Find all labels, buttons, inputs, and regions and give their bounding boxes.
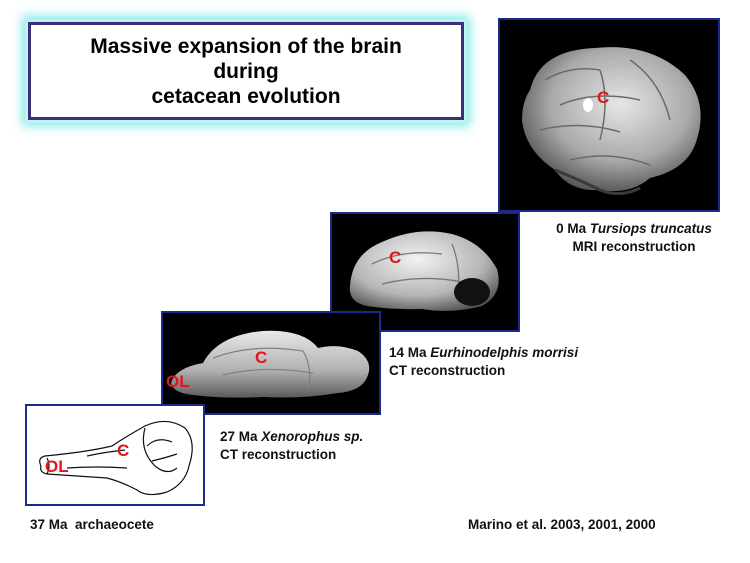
archaeocete-olfactory-label: OL <box>45 457 69 476</box>
archaeocete-cerebrum-label: C <box>117 441 130 460</box>
tursiops-method: MRI reconstruction <box>572 239 696 254</box>
xenorophus-method: CT reconstruction <box>220 447 337 462</box>
xenorophus-olfactory-label: OL <box>166 372 190 391</box>
tursiops-cerebrum-label: C <box>597 88 610 107</box>
xenorophus-caption: 27 Ma Xenorophus sp. CT reconstruction <box>220 429 364 462</box>
eurhinodelphis-caption: 14 Ma Eurhinodelphis morrisi CT reconstr… <box>389 345 579 378</box>
xenorophus-brain-drawing <box>171 330 370 398</box>
eurhinodelphis-species-name: Eurhinodelphis morrisi <box>430 345 579 360</box>
title-line-2: during <box>213 59 279 83</box>
archaeocete-name: archaeocete <box>75 517 154 532</box>
tursiops-brain-image <box>498 18 720 212</box>
eurhinodelphis-brain-drawing <box>349 231 499 311</box>
eurhinodelphis-cerebrum-label: C <box>389 248 402 267</box>
eurhinodelphis-method: CT reconstruction <box>389 363 506 378</box>
archaeocete-caption: 37 Ma archaeocete <box>30 517 154 532</box>
tursiops-brain-drawing <box>522 47 701 195</box>
title-text: Massive expansion of the brain during ce… <box>90 34 402 109</box>
xenorophus-species-name: Xenorophus sp. <box>261 429 364 444</box>
tursiops-caption: 0 Ma Tursiops truncatus MRI reconstructi… <box>534 220 734 256</box>
xenorophus-cerebrum-label: C <box>255 348 268 367</box>
citation: Marino et al. 2003, 2001, 2000 <box>468 517 656 532</box>
archaeocete-brain-image <box>25 404 205 506</box>
title-line-1: Massive expansion of the brain <box>90 34 402 58</box>
title-box: Massive expansion of the brain during ce… <box>28 22 464 120</box>
tursiops-species-name: Tursiops truncatus <box>589 221 712 236</box>
title-line-3: cetacean evolution <box>151 84 341 108</box>
archaeocete-brain-drawing <box>39 420 193 496</box>
xenorophus-brain-image <box>161 311 381 415</box>
